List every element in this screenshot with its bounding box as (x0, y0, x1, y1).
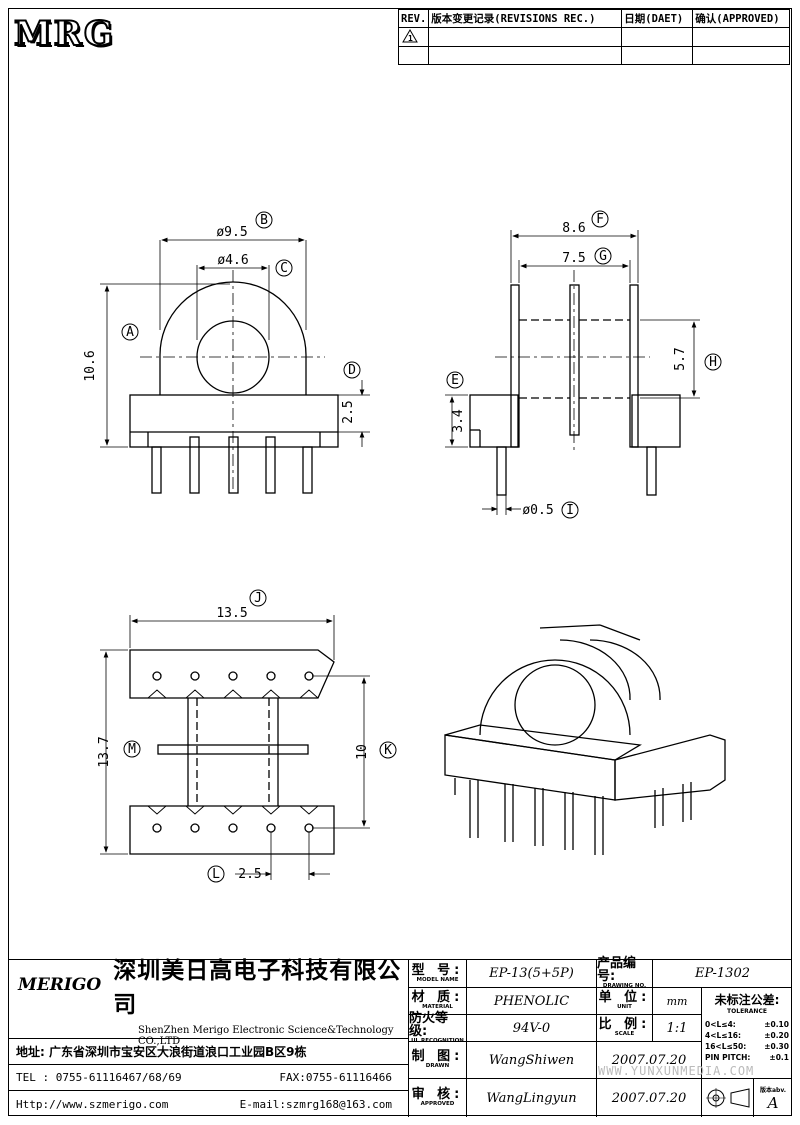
dim-a-value: 10.6 (83, 350, 98, 381)
material-value: PHENOLIC (466, 987, 596, 1014)
mrg-logo: MRG (13, 13, 115, 55)
front-view (100, 237, 370, 494)
model-label-en: MODEL NAME (416, 976, 459, 983)
dim-m-value: 13.7 (97, 736, 112, 767)
bottom-view (100, 615, 370, 880)
material-label-en: MATERIAL (422, 1004, 453, 1011)
fire-rating-value: 94V-0 (466, 1014, 596, 1041)
address: 地址: 广东省深圳市宝安区大浪街道浪口工业园B区9栋 (8, 1038, 408, 1064)
dim-i-value: ø0.5 (522, 503, 553, 518)
dim-e-value: 3.4 (451, 409, 466, 433)
isometric-view (444, 624, 726, 855)
label-l: L (212, 867, 220, 882)
dim-g-value: 7.5 (562, 251, 585, 266)
dim-k-value: 10 (355, 744, 370, 760)
website-link[interactable]: Http://www.szmerigo.com (16, 1097, 169, 1111)
fax: FAX:0755-61116466 (279, 1071, 392, 1084)
svg-text:1: 1 (408, 34, 413, 43)
company-name-zh: 深圳美日高电子科技有限公司 (113, 957, 402, 1018)
label-m: M (128, 742, 136, 757)
model-label: 型 号: (411, 962, 464, 978)
label-e: E (451, 373, 459, 388)
drawing-no-label: 产品编号: (597, 956, 637, 985)
company-name-en: ShenZhen Merigo Electronic Science&Techn… (138, 1025, 394, 1047)
version-label: 版本abv. (759, 1086, 787, 1094)
tolerance-title-en: TOLERANCE (727, 1008, 767, 1015)
dimension-circle-labels (121, 210, 722, 883)
label-d: D (348, 363, 356, 378)
unit-value: mm (652, 987, 701, 1014)
date-header: 日期(DAET) (621, 9, 694, 28)
drawn-label: 制 图: (411, 1049, 464, 1065)
label-k: K (384, 743, 392, 758)
fire-rating-label-en: UL RECOGNITION (411, 1037, 464, 1044)
version-value: A (767, 1093, 779, 1112)
drawing-sheet (8, 8, 792, 1116)
tolerance-block: 未标注公差: TOLERANCE 0<L≤4:±0.10 4<L≤16:±0.2… (701, 987, 792, 1078)
projection-symbol-icon (701, 1078, 753, 1117)
side-view (445, 230, 700, 515)
approved-date: 2007.07.20 (596, 1078, 701, 1117)
drawing-no-label-en: DRAWING NO. (602, 983, 647, 990)
revision-table: REV. 版本变更记录(REVISIONS REC.) 日期(DAET) 确认(… (397, 9, 791, 65)
label-a: A (126, 325, 134, 340)
email-link[interactable]: E-mail:szmrg168@163.com (239, 1097, 392, 1111)
dim-l-value: 2.5 (238, 867, 261, 882)
tolerance-title: 未标注公差: (714, 993, 780, 1007)
fire-rating-label: 防火等级: (409, 1010, 449, 1039)
dim-h-value: 5.7 (673, 347, 688, 370)
label-i: I (566, 503, 574, 518)
material-label: 材 质: (411, 990, 464, 1006)
dim-f-value: 8.6 (562, 221, 585, 236)
label-f: F (596, 212, 604, 227)
label-j: J (254, 591, 262, 606)
scale-value: 1:1 (652, 1014, 701, 1041)
approved-label: 审 核: (411, 1087, 464, 1103)
drawn-date: 2007.07.20 (596, 1041, 701, 1078)
watermark: WWW.YUNXUNMEDIA.COM (598, 1064, 755, 1078)
drawn-value: WangShiwen (466, 1041, 596, 1078)
company-block: MERIGO 深圳美日高电子科技有限公司 ShenZhen Merigo Ele… (8, 957, 408, 1047)
label-h: H (709, 355, 717, 370)
dimension-text: B C A D F G H E I J K M L ø9.5 ø4.6 10.6… (83, 212, 717, 882)
label-b: B (260, 213, 268, 228)
scale-label: 比 例: (598, 1017, 651, 1033)
label-c: C (280, 261, 288, 276)
dim-b-value: ø9.5 (216, 225, 247, 240)
approved-value: WangLingyun (466, 1078, 596, 1117)
tel: TEL : 0755-61116467/68/69 (16, 1071, 182, 1084)
merigo-logo: MERIGO (18, 975, 102, 995)
drawn-label-en: DRAWN (425, 1063, 450, 1070)
dim-d-value: 2.5 (341, 400, 356, 423)
dim-c-value: ø4.6 (217, 253, 248, 268)
title-block: MERIGO 深圳美日高电子科技有限公司 ShenZhen Merigo Ele… (8, 956, 792, 1117)
unit-label-en: UNIT (617, 1004, 632, 1011)
rev-triangle-icon: 1 (397, 27, 430, 47)
scale-label-en: SCALE (614, 1031, 635, 1038)
approved-header: 确认(APPROVED) (692, 9, 791, 28)
technical-drawing: B C A D F G H E I J K M L ø9.5 ø4.6 10.6… (83, 210, 726, 883)
approved-label-en: APPROVED (420, 1101, 455, 1108)
model-value: EP-13(5+5P) (466, 960, 596, 987)
unit-label: 单 位: (598, 990, 651, 1006)
dim-j-value: 13.5 (216, 606, 247, 621)
label-g: G (599, 249, 607, 264)
drawing-no-value: EP-1302 (652, 960, 792, 987)
